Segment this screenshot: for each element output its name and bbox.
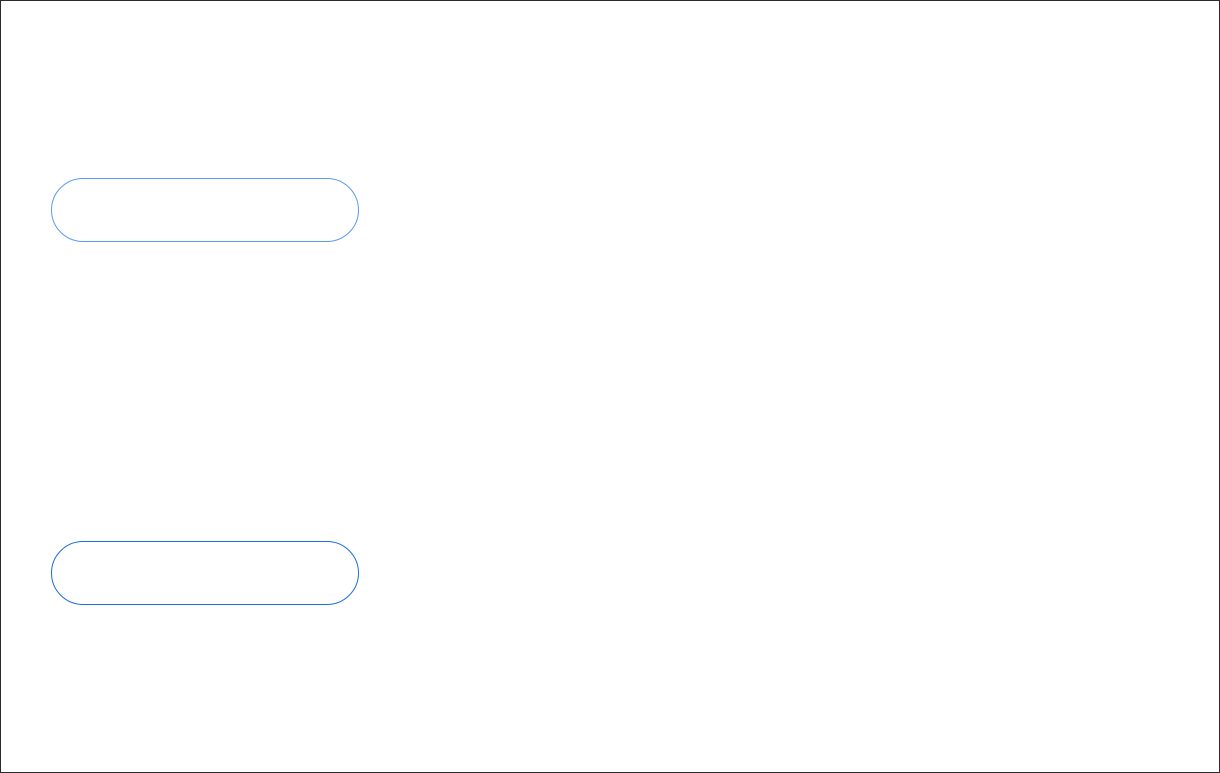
top-pill-button[interactable]: [51, 178, 359, 242]
bottom-pill-button[interactable]: [51, 541, 359, 605]
